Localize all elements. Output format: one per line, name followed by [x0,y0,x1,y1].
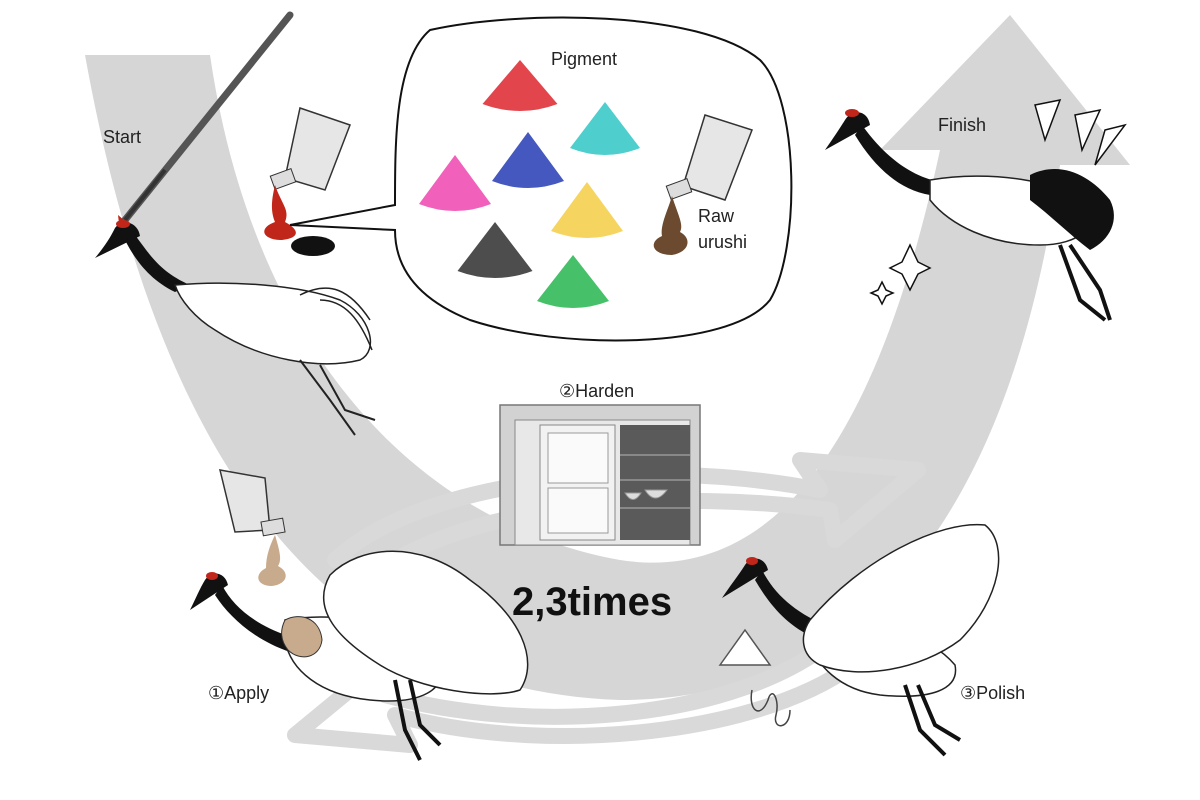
sparkle-icon [888,243,932,292]
raw-urushi-label-line2: urushi [698,232,747,252]
polish-crane-illustration [718,523,1000,757]
raw-urushi-tube-icon [653,114,753,255]
pigment-pile-pink [419,155,491,211]
red-paint-tube-icon [264,107,351,256]
pigment-pile-blue [492,132,564,188]
pigment-pile-cyan [570,102,640,155]
polish-label: ③Polish [960,683,1025,703]
cloth-icon [281,616,323,658]
black-urushi-drop-icon [291,236,335,256]
sparkle-icon [869,280,895,306]
raw-urushi-label-line1: Raw [698,206,735,226]
finish-crane-illustration [825,98,1127,322]
pigment-pile-yellow [551,182,623,238]
start-crane-illustration [95,11,376,436]
repeat-count-label: 2,3times [512,580,672,624]
hand-icon [802,523,1000,673]
finish-label: Finish [938,115,986,135]
pigment-label: Pigment [551,49,617,69]
pigment-pile-black [457,222,533,278]
hand-icon [323,550,529,695]
pigment-piles [419,60,640,308]
pigment-pile-green [537,255,609,308]
apply-crane-illustration [190,469,529,761]
motion-lines-icon [750,689,791,727]
hardening-cabinet-icon [499,404,701,546]
main-process-arrow [85,15,1130,700]
apply-label: ①Apply [208,683,269,703]
polishing-powder-icon [718,628,772,666]
pigment-pile-red [482,60,558,111]
emphasis-lines-icon [1034,98,1127,166]
harden-label: ②Harden [559,381,634,401]
cycle-arrow-bottom [287,642,878,753]
start-label: Start [103,127,141,147]
